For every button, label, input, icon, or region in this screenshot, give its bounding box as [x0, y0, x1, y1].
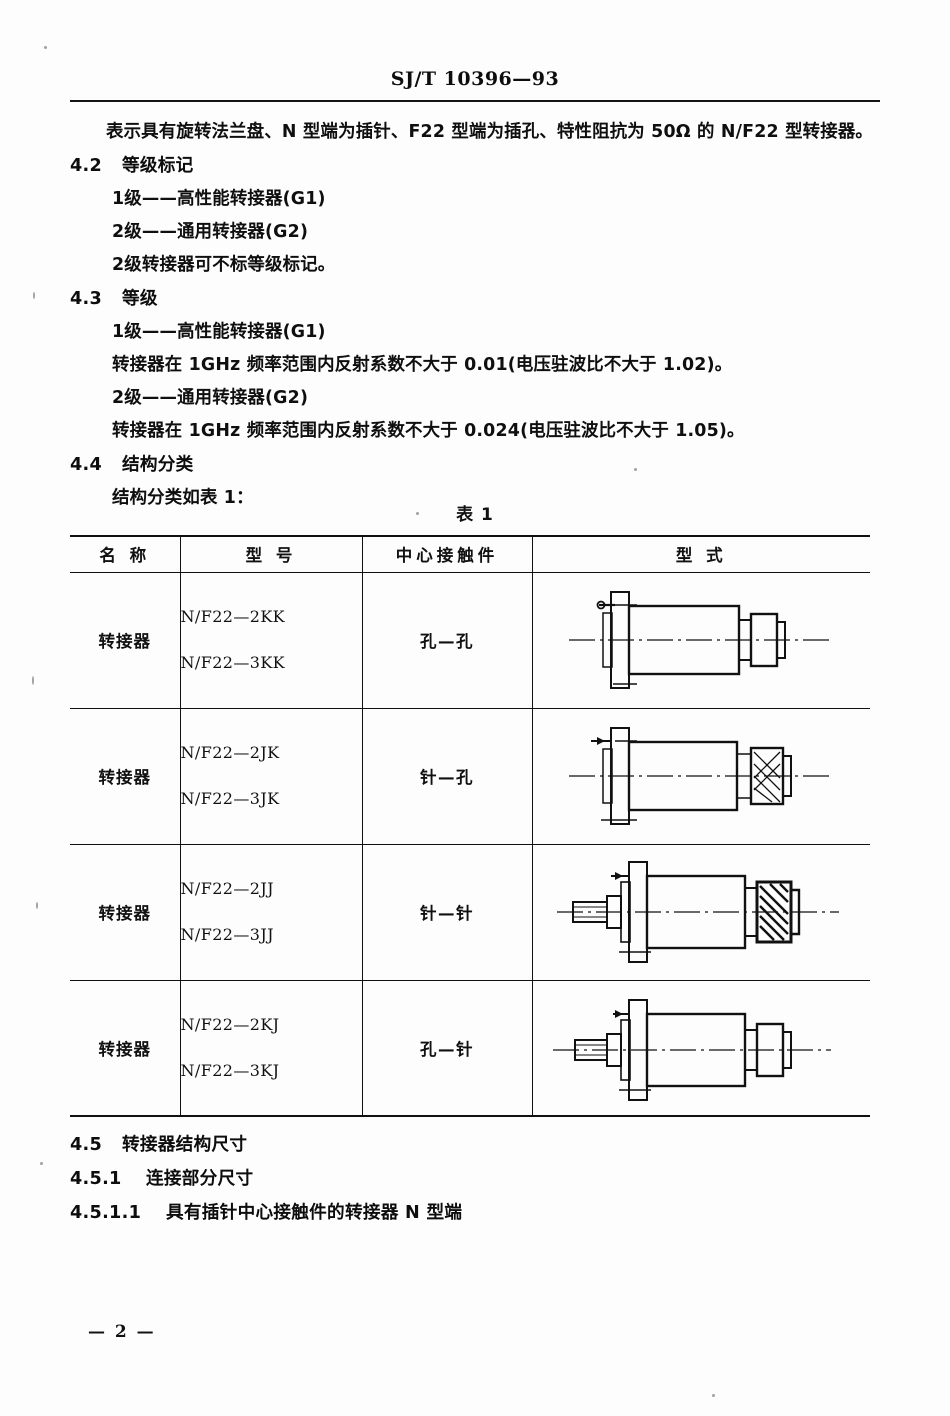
- cell-center-contact: 针—孔: [361, 708, 532, 845]
- cell-type-figure: [531, 844, 870, 981]
- cell-type-figure: [531, 572, 870, 709]
- table-header-row: 名 称 型 号 中心接触件 型 式: [70, 535, 870, 573]
- adapter-pin-hole-diagram: [569, 727, 834, 825]
- scan-speck: [712, 1394, 715, 1397]
- model-number: N/F22—2KJ: [180, 1014, 280, 1034]
- section-title: 结构分类: [122, 455, 194, 475]
- cell-product-name: 转接器: [70, 980, 180, 1117]
- section-title: 转接器结构尺寸: [122, 1135, 248, 1155]
- section-number: 4.4: [70, 455, 103, 475]
- section-4-4-line-1: 结构分类如表 1：: [112, 488, 254, 508]
- cell-type-figure: [531, 708, 870, 845]
- table-row: 转接器 N/F22—2JJ N/F22—3JJ 针—针: [70, 844, 870, 981]
- model-number: N/F22—3JK: [180, 789, 280, 808]
- adapter-hole-pin-diagram: [553, 998, 832, 1101]
- scan-speck: [33, 292, 35, 299]
- model-number: N/F22—2JJ: [180, 879, 274, 898]
- adapter-hole-hole-diagram: [569, 591, 834, 689]
- section-heading-4-2: 4.2 等级标记: [70, 149, 880, 183]
- section-4-3-line-3: 2级——通用转接器(G2): [112, 388, 309, 408]
- scan-speck: [32, 676, 34, 685]
- column-header-name: 名 称: [70, 535, 180, 573]
- structure-classification-table: 名 称 型 号 中心接触件 型 式 转接器 N/F22—2KK N/F22—3K…: [70, 535, 870, 1117]
- section-title: 连接部分尺寸: [146, 1169, 254, 1189]
- column-header-type: 型 式: [531, 535, 870, 573]
- section-4-2-line-3: 2级转接器可不标等级标记。: [112, 255, 336, 275]
- cell-model-numbers: N/F22—2KJ N/F22—3KJ: [179, 980, 362, 1117]
- tail-sections: 4.5 转接器结构尺寸 4.5.1 连接部分尺寸 4.5.1.1 具有插针中心接触件的…: [70, 1128, 880, 1230]
- section-heading-4-4: 4.4 结构分类: [70, 448, 880, 482]
- section-heading-4-3: 4.3 等级: [70, 282, 880, 316]
- scan-speck: [634, 468, 637, 471]
- section-4-2-line-2: 2级——通用转接器(G2): [112, 222, 309, 242]
- section-number: 4.2: [70, 156, 103, 176]
- cell-type-figure: [531, 980, 870, 1117]
- scan-speck: [44, 46, 47, 49]
- cell-product-name: 转接器: [70, 572, 180, 709]
- column-header-contact: 中心接触件: [361, 535, 532, 573]
- section-4-3-line-2: 转接器在 1GHz 频率范围内反射系数不大于 0.01(电压驻波比不大于 1.0…: [112, 355, 733, 375]
- scan-speck: [36, 902, 38, 909]
- section-number: 4.5.1: [70, 1169, 122, 1189]
- cell-product-name: 转接器: [70, 708, 180, 845]
- section-number: 4.3: [70, 289, 103, 309]
- section-4-2-line-1: 1级——高性能转接器(G1): [112, 189, 326, 209]
- section-4-3-line-4: 转接器在 1GHz 频率范围内反射系数不大于 0.024(电压驻波比不大于 1.…: [112, 421, 745, 441]
- section-number: 4.5.1.1: [70, 1203, 142, 1223]
- section-title: 等级: [122, 289, 158, 309]
- intro-paragraph: 表示具有旋转法兰盘、N 型端为插针、F22 型端为插孔、特性阻抗为 50Ω 的 …: [106, 122, 874, 142]
- adapter-pin-pin-diagram: [557, 861, 840, 963]
- section-heading-4-5: 4.5 转接器结构尺寸: [70, 1128, 880, 1162]
- cell-product-name: 转接器: [70, 844, 180, 981]
- cell-center-contact: 孔—孔: [361, 572, 532, 709]
- table-caption: 表 1: [456, 505, 494, 525]
- table-row: 转接器 N/F22—2KJ N/F22—3KJ 孔—针: [70, 980, 870, 1117]
- cell-center-contact: 针—针: [361, 844, 532, 981]
- table-row: 转接器 N/F22—2KK N/F22—3KK 孔—孔: [70, 572, 870, 709]
- cell-center-contact: 孔—针: [361, 980, 532, 1117]
- cell-model-numbers: N/F22—2JK N/F22—3JK: [179, 708, 362, 845]
- page-number: — 2 —: [88, 1322, 156, 1342]
- model-number: N/F22—3KK: [180, 653, 286, 672]
- scan-speck: [416, 512, 419, 515]
- scan-speck: [40, 1162, 43, 1165]
- model-number: N/F22—2JK: [180, 743, 280, 762]
- section-title: 等级标记: [122, 156, 194, 176]
- table-row: 转接器 N/F22—2JK N/F22—3JK 针—孔: [70, 708, 870, 845]
- model-number: N/F22—2KK: [180, 607, 286, 626]
- header-divider: [70, 100, 880, 102]
- cell-model-numbers: N/F22—2JJ N/F22—3JJ: [179, 844, 362, 981]
- section-number: 4.5: [70, 1135, 103, 1155]
- cell-model-numbers: N/F22—2KK N/F22—3KK: [179, 572, 362, 709]
- body-text-block: 表示具有旋转法兰盘、N 型端为插针、F22 型端为插孔、特性阻抗为 50Ω 的 …: [70, 116, 880, 515]
- page-title: SJ/T 10396—93: [390, 68, 560, 90]
- section-title: 具有插针中心接触件的转接器 N 型端: [166, 1203, 463, 1223]
- model-number: N/F22—3KJ: [180, 1060, 280, 1080]
- section-4-3-line-1: 1级——高性能转接器(G1): [112, 322, 326, 342]
- column-header-model: 型 号: [179, 535, 362, 573]
- section-heading-4-5-1: 4.5.1 连接部分尺寸: [70, 1162, 880, 1196]
- model-number: N/F22—3JJ: [180, 925, 274, 944]
- section-heading-4-5-1-1: 4.5.1.1 具有插针中心接触件的转接器 N 型端: [70, 1196, 880, 1230]
